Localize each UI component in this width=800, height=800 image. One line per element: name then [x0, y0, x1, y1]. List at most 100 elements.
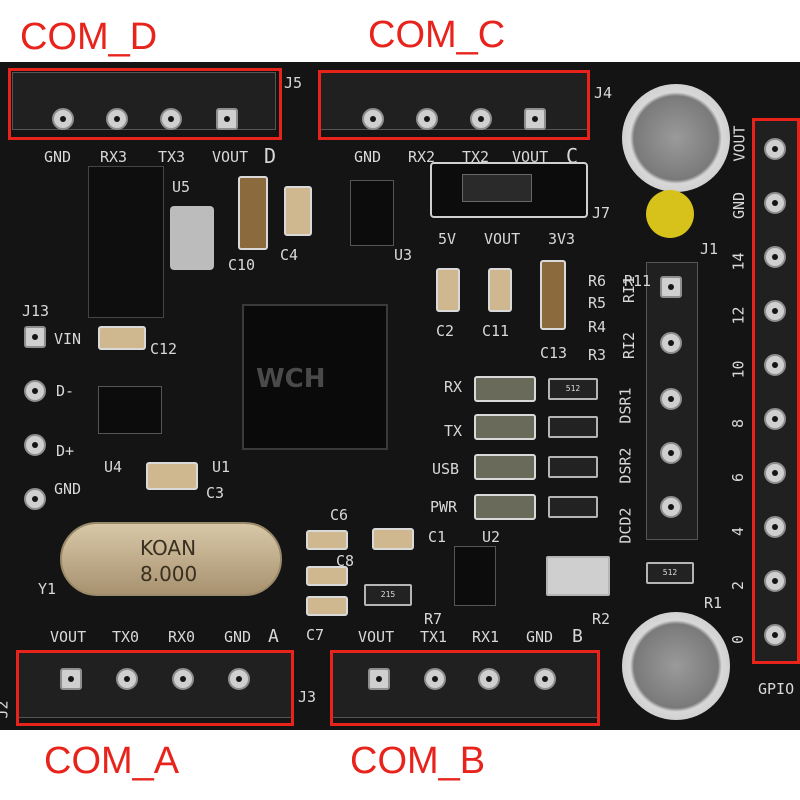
silk-j13-dplus: D+: [56, 442, 75, 460]
silk-ref-j5: J5: [284, 74, 303, 92]
crystal-brand: KOAN: [140, 536, 197, 560]
pad-gpio-14: [764, 246, 786, 268]
ic-u4: [98, 386, 162, 434]
cap-c13: [540, 260, 566, 330]
cap-c1: [372, 528, 414, 550]
pad-j13-vin: [24, 326, 46, 348]
silk-gpio-12: 12: [729, 306, 748, 325]
silk-com-a-pin4: GND: [224, 628, 252, 646]
silk-ref-u5: U5: [172, 178, 191, 196]
led-pwr: [474, 494, 536, 520]
pad-com-c-4: [524, 108, 546, 130]
pad-j1-5: [660, 496, 682, 518]
silk-ref-c10: C10: [228, 256, 256, 274]
silk-j13-gnd: GND: [54, 480, 82, 498]
silk-jumper-5v: 5V: [438, 230, 457, 248]
ic-u3: [350, 180, 394, 246]
silk-gpio-2: 2: [729, 580, 748, 591]
silk-com-d-pin3: TX3: [158, 148, 186, 166]
crystal-y1: [60, 522, 282, 596]
pad-gpio-12: [764, 300, 786, 322]
pcb-board: J5 GND RX3 TX3 VOUT D J4 GND RX2 TX2 VOU…: [0, 62, 800, 730]
pad-j1-4: [660, 442, 682, 464]
pad-com-d-4: [216, 108, 238, 130]
resistor-led-rx: 512: [548, 378, 598, 400]
silk-led-pwr: PWR: [430, 498, 458, 516]
pad-gpio-8: [764, 408, 786, 430]
cap-c3: [146, 462, 198, 490]
silk-gpio-0: 0: [729, 634, 748, 645]
highlight-com-d: [8, 68, 282, 140]
led-rx: [474, 376, 536, 402]
resistor-r2: [546, 556, 610, 596]
cap-c10: [238, 176, 268, 250]
silk-modem-dsr2: DSR2: [616, 447, 635, 484]
pad-com-a-4: [228, 668, 250, 690]
ic-u2: [454, 546, 496, 606]
mounting-hole-bottom: [622, 612, 730, 720]
pad-gpio-2: [764, 570, 786, 592]
cap-c4: [284, 186, 312, 236]
silk-ref-r2: R2: [592, 610, 611, 628]
silk-ref-j13: J13: [22, 302, 50, 320]
silk-ref-r11: R11: [624, 272, 652, 290]
pad-j1-2: [660, 332, 682, 354]
silk-ref-c1: C1: [428, 528, 447, 546]
silk-gpio-8: 8: [729, 418, 748, 429]
pad-com-b-1: [368, 668, 390, 690]
cap-c8: [306, 566, 348, 586]
silk-com-a-pin3: RX0: [168, 628, 196, 646]
pad-j13-dplus: [24, 434, 46, 456]
silk-ref-c13: C13: [540, 344, 568, 362]
silk-gpio-vout: VOUT: [730, 125, 749, 162]
led-tx: [474, 414, 536, 440]
silk-gpio-6: 6: [729, 472, 748, 483]
silk-com-a-pin2: TX0: [112, 628, 140, 646]
chip-marking: WCH: [256, 364, 326, 394]
silk-gpio-14: 14: [729, 252, 748, 271]
silk-com-a-pin1: VOUT: [50, 628, 87, 646]
pad-com-a-2: [116, 668, 138, 690]
pad-gpio-gnd: [764, 192, 786, 214]
pad-gpio-4: [764, 516, 786, 538]
highlight-com-c: [318, 70, 590, 140]
silk-modem-ri2: RI2: [620, 331, 639, 360]
mounting-hole-top: [622, 84, 730, 192]
silk-ref-c2: C2: [436, 322, 455, 340]
highlight-com-a: [16, 650, 294, 726]
silk-led-tx: TX: [444, 422, 463, 440]
silk-ref-j7: J7: [592, 204, 611, 222]
silk-gpio-4: 4: [729, 526, 748, 537]
silk-com-b-pin2: TX1: [420, 628, 448, 646]
pad-com-d-2: [106, 108, 128, 130]
pad-gpio-0: [764, 624, 786, 646]
pad-gpio-vout: [764, 138, 786, 160]
highlight-com-b: [330, 650, 600, 726]
silk-ref-u2: U2: [482, 528, 501, 546]
pad-j1-1: [660, 276, 682, 298]
cap-c6: [306, 530, 348, 550]
pad-com-b-2: [424, 668, 446, 690]
resistor-r1: 512: [646, 562, 694, 584]
silk-led-rx: RX: [444, 378, 463, 396]
silk-com-d-pin1: GND: [44, 148, 72, 166]
chip-u1: [242, 304, 388, 450]
label-com-d: COM_D: [20, 16, 158, 58]
pad-j13-gnd: [24, 488, 46, 510]
silk-ref-r5: R5: [588, 294, 607, 312]
silk-com-c-pin1: GND: [354, 148, 382, 166]
silk-ref-c12: C12: [150, 340, 178, 358]
silk-com-d-tag: D: [264, 144, 277, 168]
silk-com-b-pin3: RX1: [472, 628, 500, 646]
regulator-tab: [170, 206, 214, 270]
silk-ref-c4: C4: [280, 246, 299, 264]
silk-jumper-vout: VOUT: [484, 230, 521, 248]
resistor-led-tx: [548, 416, 598, 438]
highlight-gpio: [752, 118, 800, 664]
silk-com-b-pin4: GND: [526, 628, 554, 646]
silk-ref-c7: C7: [306, 626, 325, 644]
pad-com-b-4: [534, 668, 556, 690]
pad-com-b-3: [478, 668, 500, 690]
silk-com-d-pin2: RX3: [100, 148, 128, 166]
